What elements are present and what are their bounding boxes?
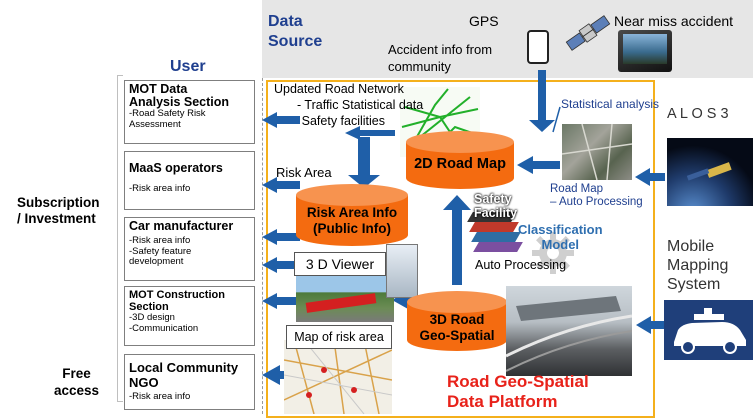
near-miss-label: Near miss accident [614, 13, 734, 29]
road-map-auto-label: Road Map – Auto Processing [550, 183, 643, 209]
user-sub-line: Assessment [129, 118, 181, 130]
geo-line1: 3D Road [429, 312, 485, 327]
geo-line2: Geo-Spatial [419, 328, 495, 343]
road-map-line2: – Auto Processing [550, 196, 643, 208]
car-icon [674, 308, 746, 354]
platform-line2: Data Platform [447, 392, 558, 411]
data-source-title: Data Source [268, 12, 322, 52]
mapping-car-panel [664, 300, 753, 360]
viewer-3d-image [296, 276, 394, 322]
user-box-mot-construction: MOT Construction Section -3D design -Com… [124, 286, 255, 346]
accident-info-line2: community [388, 59, 451, 74]
classification-label: Classification Model [518, 222, 603, 252]
gps-label: GPS [469, 13, 499, 29]
left-bracket [117, 75, 123, 402]
road-map-2d-label: 2D Road Map [414, 156, 506, 172]
user-title-line: Analysis Section [129, 95, 230, 109]
user-box-car-manufacturer: Car manufacturer -Risk area info -Safety… [124, 217, 255, 281]
platform-title: Road Geo-Spatial Data Platform [447, 372, 589, 412]
safety-facility-label: Safety Facility [474, 192, 517, 220]
user-sub-line: -Road Safety Risk [129, 108, 206, 119]
road-map-2d-cylinder [406, 131, 514, 189]
traffic-label: - Traffic Statistical data [297, 98, 424, 112]
subscription-line2: / Investment [17, 211, 96, 226]
viewer-3d-label: 3 D Viewer [294, 252, 386, 276]
risk-map-label: Map of risk area [286, 325, 392, 349]
alos3-label: A L O S 3 [667, 106, 729, 122]
free-line1: Free [62, 366, 91, 381]
mobile-line2: Mapping [667, 257, 729, 274]
risk-area-info-label: Risk Area Info (Public Info) [294, 205, 410, 237]
aerial-photo-image [562, 124, 632, 180]
auto-processing-label: Auto Processing [475, 258, 567, 272]
user-sub-line: development [129, 256, 184, 267]
safety-line2: Facility [474, 206, 518, 220]
accident-info-line1: Accident info from [388, 42, 493, 57]
data-source-line1: Data [268, 13, 303, 30]
user-box-maas: MaaS operators -Risk area info [124, 151, 255, 210]
user-title-line: Local Community [129, 360, 239, 375]
user-box-mot-data: MOT Data Analysis Section -Road Safety R… [124, 80, 255, 144]
user-title-line: Car manufacturer [129, 219, 234, 233]
user-sub-line: -Risk area info [129, 391, 191, 402]
user-title-line: MOT Data [129, 82, 188, 96]
risk-map-image [284, 340, 392, 414]
risk-area-label: Risk Area [276, 165, 332, 180]
free-access-label: Free access [54, 365, 99, 399]
user-sub-line: -Risk area info [129, 183, 191, 194]
road-map-line1: Road Map [550, 183, 604, 195]
viewer-3d-mini-image [386, 244, 418, 298]
subscription-label: Subscription / Investment [17, 195, 100, 227]
risk-info-line2: (Public Info) [313, 221, 391, 236]
subscription-line1: Subscription [17, 195, 100, 210]
road-scan-image [506, 286, 632, 376]
safety-line1: Safety [474, 192, 512, 206]
user-title-line: Section [129, 301, 169, 313]
mobile-line3: System [667, 276, 721, 293]
classification-line2: Model [541, 237, 580, 252]
user-sub-line: -Communication [129, 322, 199, 334]
dashcam-icon [618, 30, 672, 72]
geo-spatial-label: 3D Road Geo-Spatial [405, 312, 509, 344]
platform-line1: Road Geo-Spatial [447, 372, 589, 391]
user-title-line: MOT Construction [129, 289, 225, 301]
risk-info-line1: Risk Area Info [306, 205, 398, 220]
user-title: User [170, 58, 206, 75]
gear-icon [532, 232, 574, 274]
user-sub-line: -3D design [129, 312, 175, 323]
user-box-local-community: Local Community NGO -Risk area info [124, 354, 255, 410]
mobile-line1: Mobile [667, 238, 715, 255]
classification-line1: Classification [518, 222, 603, 237]
data-source-line2: Source [268, 33, 323, 50]
mobile-mapping-label: Mobile Mapping System [667, 237, 728, 294]
risk-area-cylinder [296, 184, 408, 246]
dashed-divider [262, 78, 263, 414]
accident-info-label: Accident info from community [388, 41, 492, 75]
geo-spatial-cylinder [407, 291, 507, 351]
smartphone-icon [527, 30, 549, 64]
satellite-icon [565, 15, 611, 51]
free-line2: access [54, 383, 100, 398]
statistical-analysis-label: Statistical analysis [561, 97, 660, 111]
satellite-photo [667, 138, 753, 206]
user-title-line: NGO [129, 375, 159, 390]
user-title-line: MaaS operators [129, 161, 223, 175]
user-sub-line: -Risk area info [129, 235, 191, 246]
safety-facilities-label: - Safety facilities [294, 114, 386, 128]
user-sub-line: -Safety feature [129, 245, 192, 257]
updated-network-label: Updated Road Network [274, 82, 404, 96]
